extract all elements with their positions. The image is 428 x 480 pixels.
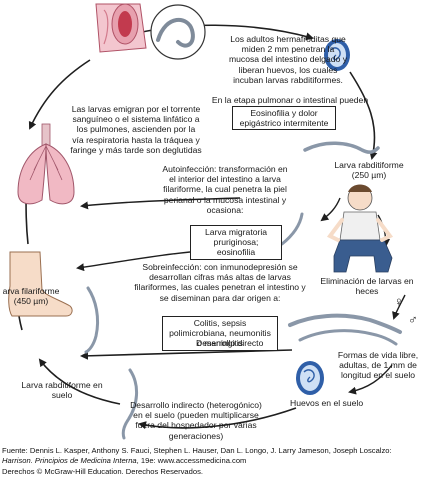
book-edition-url: , 19e: www.accessmedicina.com — [136, 456, 247, 465]
arrow-bottom-left — [38, 358, 121, 405]
person-illustration — [326, 184, 394, 273]
cycle-arrow-right-upper — [349, 71, 378, 160]
male-symbol: ♂ — [408, 312, 418, 327]
rhabditiform-larva-drawing — [303, 141, 380, 154]
female-symbol: ♀ — [394, 294, 404, 309]
rhabditiform-soil-label: Larva rabditiforme en suelo — [21, 380, 103, 401]
arrow-superinfection-left — [76, 251, 191, 272]
egg-illustration-soil — [296, 361, 324, 395]
migratory-larva-box: Larva migratoria pruriginosa; eosinofili… — [190, 225, 282, 260]
autoinfection-text: Autoinfección: transformación en el inte… — [162, 164, 288, 215]
free-living-label: Formas de vida libre, adultas, de 1 mm d… — [337, 350, 419, 381]
superinfection-text: Sobreinfección: con inmunodepresión se d… — [134, 262, 306, 303]
larvae-migration-text: Las larvas emigran por el torrente sangu… — [70, 104, 202, 155]
eggs-soil-label: Huevos en el suelo — [290, 398, 364, 408]
elimination-label: Eliminación de larvas en heces — [320, 276, 414, 297]
cycle-arrow-left-upper — [28, 59, 91, 130]
arrow-direct-dev — [80, 349, 293, 360]
free-living-adults-drawing — [288, 313, 402, 346]
lungs-illustration — [17, 123, 75, 205]
filariform-larva-drawing — [84, 286, 100, 354]
soil-larva-drawing — [121, 368, 138, 440]
source-line-2: Harrison. Principios de Medicina Interna… — [2, 456, 246, 465]
foot-illustration — [8, 251, 73, 317]
cycle-arrow-mid-right — [320, 197, 341, 222]
egg-illustration-top — [324, 39, 350, 71]
adults-description: Los adultos hermafroditas que miden 2 mm… — [228, 34, 347, 85]
arrow-to-free-living — [392, 294, 406, 320]
source-line-1: Fuente: Dennis L. Kasper, Anthony S. Fau… — [2, 446, 392, 455]
arrow-autoinfection-left — [80, 197, 241, 210]
colitis-box: Colitis, sepsis polimicrobiana, neumonit… — [162, 316, 278, 351]
direct-development-label: Desarrollo directo — [196, 338, 264, 348]
book-title: Harrison. Principios de Medicina Interna — [2, 456, 137, 465]
migratory-larva-drawing — [280, 212, 304, 246]
adult-worm-magnified — [150, 4, 206, 60]
filariform-larva-label: arva filariforme (450 µm) — [2, 286, 60, 307]
arrow-to-eggs — [348, 364, 393, 395]
arrow-eggs-to-larva — [138, 407, 297, 430]
indirect-development-text: Desarrollo indirecto (heterogónico) en e… — [130, 400, 262, 441]
eosinophilia-box: Eosinofilia y dolor epigástrico intermit… — [232, 106, 336, 131]
source-line-3: Derechos © McGraw-Hill Education. Derech… — [2, 467, 203, 476]
intestine-illustration — [95, 3, 147, 53]
rhabditiform-larva-label: Larva rabditiforme (250 µm) — [334, 160, 404, 181]
